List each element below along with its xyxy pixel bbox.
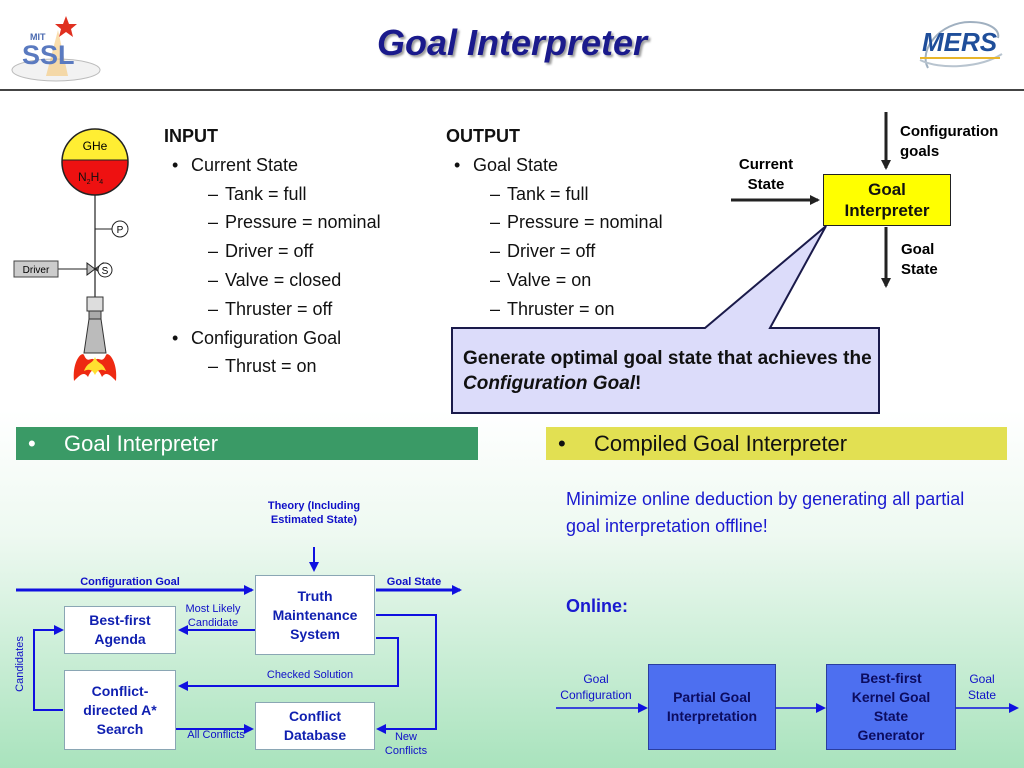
- ssl-logo: MIT SSL: [8, 10, 104, 84]
- svg-text:GHe: GHe: [83, 139, 108, 153]
- input-heading: INPUT: [164, 126, 218, 146]
- gi-config-goals-label: Configuration goals: [900, 123, 999, 160]
- output-list: OUTPUT Goal State Tank = full Pressure =…: [446, 122, 706, 324]
- svg-text:Driver: Driver: [23, 265, 50, 276]
- svg-text:SSL: SSL: [22, 40, 75, 70]
- candidates-label: Candidates: [14, 636, 26, 692]
- list-item: Thrust = on: [164, 352, 434, 381]
- svg-text:S: S: [102, 266, 109, 277]
- list-item: Tank = full: [446, 180, 706, 209]
- svg-text:MIT: MIT: [30, 32, 46, 42]
- conflict-database-box: Conflict Database: [255, 702, 375, 750]
- goal-state-output-label: Goal State: [967, 672, 997, 702]
- checked-solution-label: Checked Solution: [266, 669, 354, 681]
- list-item: Configuration Goal: [164, 324, 434, 353]
- goal-configuration-label: Goal Configuration: [560, 672, 632, 702]
- page-title: Goal Interpreter: [376, 22, 648, 63]
- list-item: Thruster = off: [164, 295, 434, 324]
- list-item: Pressure = nominal: [446, 208, 706, 237]
- gi-current-state-label: Current State: [738, 156, 794, 193]
- engine-schematic: GHe N2H4 P S Driver: [10, 125, 140, 390]
- truth-maintenance-system-box: Truth Maintenance System: [255, 575, 375, 655]
- list-item: Goal State: [446, 151, 706, 180]
- partial-goal-interpretation-box: Partial Goal Interpretation: [648, 664, 776, 750]
- configuration-goal-label: Configuration Goal: [80, 576, 180, 588]
- band-goal-interpreter: Goal Interpreter: [16, 427, 478, 460]
- list-item: Driver = off: [446, 237, 706, 266]
- new-conflicts-label: New Conflicts: [384, 731, 428, 757]
- right-diagram-arrows: [556, 703, 1019, 713]
- list-item: Thruster = on: [446, 295, 706, 324]
- all-conflicts-label: All Conflicts: [187, 729, 245, 741]
- left-diagram-arrows: [16, 547, 462, 734]
- callout-text: Generate optimal goal state that achieve…: [463, 348, 872, 394]
- gi-connectors: [451, 112, 891, 414]
- band-compiled-goal-interpreter: Compiled Goal Interpreter: [546, 427, 1007, 460]
- most-likely-candidate-label: Most Likely Candidate: [185, 603, 241, 629]
- list-item: Pressure = nominal: [164, 208, 434, 237]
- kernel-goal-generator-box: Best-first Kernel Goal State Generator: [826, 664, 956, 750]
- output-heading: OUTPUT: [446, 126, 520, 146]
- svg-text:N2H4: N2H4: [78, 170, 103, 186]
- compiled-description: Minimize online deduction by generating …: [566, 489, 965, 536]
- conflict-directed-search-box: Conflict-directed A* Search: [64, 670, 176, 750]
- svg-text:P: P: [117, 225, 124, 236]
- goal-interpreter-box: Goal Interpreter: [823, 174, 951, 226]
- online-heading: Online:: [566, 596, 628, 616]
- theory-label: Theory (Including Estimated State): [267, 500, 361, 526]
- input-list: INPUT Current State Tank = full Pressure…: [164, 122, 434, 381]
- svg-text:MERS: MERS: [922, 27, 998, 57]
- header-divider: [0, 89, 1024, 91]
- goal-state-label: Goal State: [386, 576, 442, 588]
- gi-goal-state-label: Goal State: [901, 241, 938, 278]
- list-item: Driver = off: [164, 237, 434, 266]
- list-item: Tank = full: [164, 180, 434, 209]
- list-item: Valve = on: [446, 266, 706, 295]
- list-item: Current State: [164, 151, 434, 180]
- mers-logo: MERS: [910, 10, 1016, 80]
- best-first-agenda-box: Best-first Agenda: [64, 606, 176, 654]
- list-item: Valve = closed: [164, 266, 434, 295]
- callout-bubble: [451, 225, 880, 414]
